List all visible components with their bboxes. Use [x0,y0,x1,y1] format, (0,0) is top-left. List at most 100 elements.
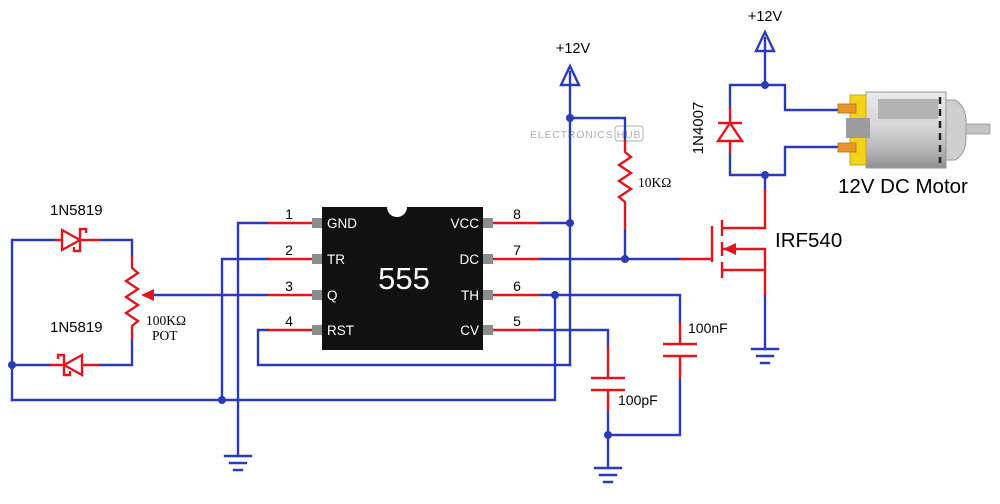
supply-label-motor: +12V [748,9,783,25]
wire-threshold-to-cap [538,293,682,324]
pot-value-label: 100KΩ [146,313,186,328]
ic-pin-number: 6 [513,278,521,294]
watermark-badge: HUB [617,129,642,141]
ic-name: 555 [378,261,430,296]
motor-body-band [878,99,938,119]
capacitor-icon [591,346,625,412]
wire-cap-100nf-to-ground-node [606,378,682,437]
ic-pin-number: 4 [285,313,293,329]
wire-gnd-pin-to-ground [236,221,270,458]
junction-dot [761,81,769,89]
diode-upper: 1N5819 [50,202,103,253]
diode-icon [715,120,745,143]
ground-icon [750,347,780,365]
wire-reset-to-vcc [256,328,572,367]
junction-dot [566,114,574,122]
wire-diode-left-bus [10,238,57,402]
wire-diode-bottom-to-pot [98,338,134,367]
flyback-diode: 1N4007 [690,102,745,154]
ic-pin-number: 1 [285,206,293,222]
ground-icon [593,466,623,484]
ic-pin-number: 5 [513,313,521,329]
diode-icon [61,352,84,378]
junction-dot [218,396,226,404]
ic-pin-pad [312,325,322,335]
mosfet-drain [722,190,767,230]
wire-rail-to-pullup [568,116,627,142]
motor-brush-holder [846,118,870,138]
mosfet-arrow-icon [723,243,736,255]
ic-pin-pad [483,290,493,300]
mosfet-label: IRF540 [775,229,842,252]
ic-pin-pad [312,218,322,228]
potentiometer: 100KΩ POT [123,256,186,343]
ic-pin-pad [483,325,493,335]
ground-icon [223,454,253,472]
junction-dot [604,431,612,439]
wire-motor-top [728,83,842,112]
ic-right-pin-leads [493,221,540,332]
ic-pin-pad [312,290,322,300]
ic-left-pin-leads [268,221,312,332]
watermark-logo: ELECTRONICS HUB [530,125,644,142]
ic-pin-pad [483,254,493,264]
capacitor-100pf-label: 100pF [618,392,658,408]
ic-pin-label-th: TH [461,288,479,303]
ic-pin-pad [483,218,493,228]
ic-pin-label-rst: RST [327,323,354,338]
power-symbol-ic: +12V [556,41,591,87]
ic-pin-label-vcc: VCC [450,216,479,231]
capacitor-icon [663,322,697,380]
pot-type-label: POT [152,328,178,343]
junction-dot [621,255,629,263]
ic-pin-label-cv: CV [460,323,479,338]
resistor-label: 10KΩ [638,175,671,190]
motor-terminal-top [837,103,857,114]
schottky-bar-icon [72,227,88,253]
wire-control-to-cap [538,328,610,348]
diode-icon [60,227,83,253]
motor-end-bell [945,99,967,161]
ic-pin-label-tr: TR [327,252,345,267]
ic-body [322,207,483,350]
resistor-zigzag [616,140,634,230]
diode-lower-label: 1N5819 [50,319,103,336]
diode-lower: 1N5819 [50,319,103,378]
ic-pin-label-q: Q [327,288,338,303]
watermark-badge-box [614,125,644,142]
schottky-bar-icon [56,353,72,377]
mosfet-source [722,268,767,295]
motor-shaft [965,123,991,135]
ic-notch [387,207,407,217]
diode-upper-label: 1N5819 [50,202,103,219]
ic-pin-label-dc: DC [460,252,480,267]
ic-pin-number: 8 [513,206,521,222]
motor-terminal-bottom [837,142,857,153]
dc-motor: 12V DC Motor [837,91,991,198]
capacitor-100pf: 100pF [591,346,658,412]
mosfet-body-link [722,247,767,270]
junction-dot [761,171,769,179]
pot-resistor-zigzag [123,256,141,340]
junction-dot [566,219,574,227]
wire-trigger-pin [220,257,270,402]
junction-dot [8,361,16,369]
ic-pin-number: 3 [285,278,293,294]
watermark-brand: ELECTRONICS [530,129,613,141]
wire-motor-bottom [728,145,842,177]
ic-pin-pad [312,254,322,264]
motor-label: 12V DC Motor [838,175,968,198]
capacitor-100nf-label: 100nF [688,320,728,336]
junctions [8,81,769,439]
junction-dot [551,291,559,299]
supply-label-ic: +12V [556,41,591,57]
pot-wiper-arrow-icon [141,289,154,301]
pullup-resistor: 10KΩ [616,140,671,230]
capacitor-100nf: 100nF [663,320,728,380]
ic-pin-number: 2 [285,242,293,258]
ic-555: 555 GND TR Q RST VCC DC TH CV 1 2 3 4 8 … [268,206,540,350]
ic-pin-number: 7 [513,242,521,258]
wire-diode-top-to-pot [98,238,134,258]
mosfet: IRF540 [680,190,842,295]
